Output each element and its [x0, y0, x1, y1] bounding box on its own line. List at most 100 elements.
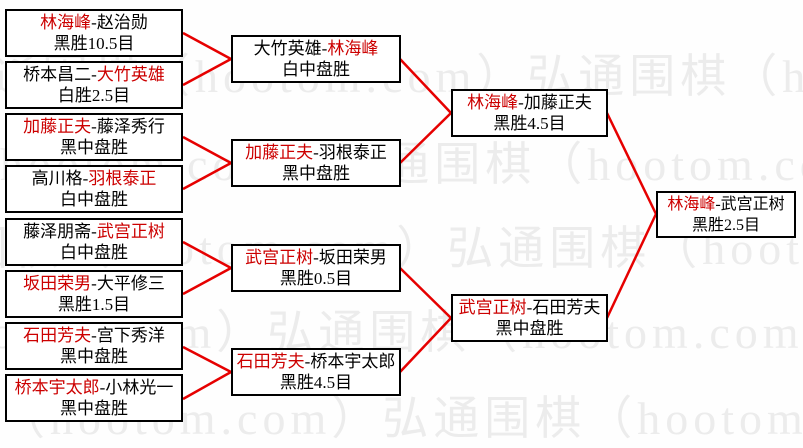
match-result: 白中盘胜 [60, 243, 128, 262]
pair-separator: - [91, 13, 97, 32]
player-right: 武宫正树 [96, 222, 165, 241]
match-pairing: 石田芳夫-桥本宇太郎 [237, 351, 396, 372]
match-box-final: 林海峰-武宫正树 黑胜2.5目 [656, 191, 796, 238]
match-pairing: 林海峰-加藤正夫 [467, 92, 592, 113]
player-left: 林海峰 [40, 13, 92, 32]
player-left: 加藤正夫 [23, 117, 92, 136]
player-right: 赵治勋 [96, 13, 148, 32]
match-box-r2-m2: 加藤正夫-羽根泰正 黑中盘胜 [231, 139, 401, 187]
player-left: 林海峰 [667, 195, 716, 213]
pair-separator: - [526, 298, 533, 317]
match-result: 黑胜4.5目 [279, 373, 353, 392]
match-box-r2-m4: 石田芳夫-桥本宇太郎 黑胜4.5目 [231, 348, 401, 396]
player-left: 桥本宇太郎 [14, 378, 100, 397]
match-box-r1-m1: 林海峰-赵治勋 黑胜10.5目 [5, 9, 183, 57]
player-right: 大竹英雄 [96, 65, 165, 84]
player-right: 宫下秀洋 [96, 326, 165, 345]
connector-lines [182, 31, 658, 401]
player-left: 桥本昌二 [23, 65, 92, 84]
pair-separator: - [313, 143, 319, 162]
connector-line [182, 370, 232, 401]
match-result: 黑中盘胜 [495, 319, 564, 338]
match-box-r1-m3: 加藤正夫-藤泽秀行 黑中盘胜 [5, 113, 183, 161]
match-box-r2-m3: 武宫正树-坂田荣男 黑胜0.5目 [231, 244, 401, 292]
connector-line [182, 266, 232, 296]
match-result: 黑胜10.5目 [53, 34, 135, 53]
match-pairing: 加藤正夫-藤泽秀行 [23, 116, 165, 137]
pair-separator: - [91, 117, 97, 136]
match-box-r3-m1: 林海峰-加藤正夫 黑胜4.5目 [451, 89, 608, 137]
connector-line [399, 112, 452, 164]
match-result: 黑中盘胜 [282, 164, 350, 183]
match-result: 白胜2.5目 [57, 86, 131, 105]
pair-separator: - [91, 274, 97, 293]
match-pairing: 武宫正树-石田芳夫 [459, 297, 601, 318]
match-pairing: 高川格-羽根泰正 [32, 168, 157, 189]
match-result: 黑胜0.5目 [279, 269, 353, 288]
pair-separator: - [518, 93, 524, 112]
player-right: 坂田荣男 [318, 248, 387, 267]
match-pairing: 坂田荣男-大平修三 [23, 273, 165, 294]
player-right: 桥本宇太郎 [310, 352, 396, 371]
match-pairing: 加藤正夫-羽根泰正 [245, 142, 387, 163]
player-right: 大平修三 [96, 274, 165, 293]
player-left: 石田芳夫 [23, 326, 92, 345]
connector-line [399, 317, 452, 373]
match-pairing: 林海峰-赵治勋 [40, 12, 148, 33]
connector-line [182, 135, 232, 165]
match-result: 黑胜4.5目 [493, 114, 566, 133]
player-left: 高川格 [31, 169, 83, 188]
connector-line [605, 213, 658, 319]
pair-separator: - [99, 378, 106, 397]
connector-line [399, 58, 452, 114]
match-pairing: 大竹英雄-林海峰 [254, 38, 379, 59]
match-box-r1-m5: 藤泽朋斋-武宫正树 白中盘胜 [5, 218, 183, 266]
match-box-r2-m1: 大竹英雄-林海峰 白中盘胜 [231, 35, 401, 83]
match-result: 白中盘胜 [282, 60, 350, 79]
match-pairing: 藤泽朋斋-武宫正树 [23, 221, 165, 242]
player-left: 加藤正夫 [245, 143, 314, 162]
player-left: 林海峰 [467, 93, 519, 112]
player-right: 石田芳夫 [532, 298, 601, 317]
match-result: 黑胜2.5目 [691, 216, 760, 234]
match-pairing: 武宫正树-坂田荣男 [245, 247, 387, 268]
connector-line [182, 240, 232, 270]
match-box-r3-m2: 武宫正树-石田芳夫 黑中盘胜 [451, 294, 608, 342]
pair-separator: - [82, 169, 89, 188]
player-right: 羽根泰正 [318, 143, 387, 162]
match-box-r1-m4: 高川格-羽根泰正 白中盘胜 [5, 165, 183, 213]
player-left: 大竹英雄 [253, 39, 322, 58]
player-left: 藤泽朋斋 [23, 222, 92, 241]
match-result: 黑胜1.5目 [57, 295, 131, 314]
player-right: 羽根泰正 [88, 169, 157, 188]
match-pairing: 林海峰-武宫正树 [667, 194, 784, 215]
pair-separator: - [91, 222, 97, 241]
connector-line [605, 112, 658, 215]
match-result: 黑中盘胜 [60, 347, 128, 366]
match-result: 黑中盘胜 [60, 138, 128, 157]
match-result: 白中盘胜 [60, 190, 128, 209]
pair-separator: - [304, 352, 311, 371]
player-right: 加藤正夫 [523, 93, 592, 112]
pair-separator: - [715, 195, 721, 213]
match-box-r1-m8: 桥本宇太郎-小林光一 黑中盘胜 [5, 374, 183, 422]
match-pairing: 桥本昌二-大竹英雄 [23, 64, 165, 85]
bracket-page: { "diagram_type": "tournament-bracket", … [0, 9, 803, 444]
player-left: 武宫正树 [245, 248, 314, 267]
player-left: 石田芳夫 [236, 352, 305, 371]
match-box-r1-m7: 石田芳夫-宫下秀洋 黑中盘胜 [5, 322, 183, 370]
connector-line [182, 31, 232, 61]
player-left: 坂田荣男 [23, 274, 92, 293]
player-right: 藤泽秀行 [96, 117, 165, 136]
match-box-r1-m2: 桥本昌二-大竹英雄 白胜2.5目 [5, 61, 183, 109]
connector-line [399, 267, 452, 319]
pair-separator: - [91, 65, 97, 84]
connector-line [182, 161, 232, 191]
pair-separator: - [91, 326, 97, 345]
connector-line [182, 57, 232, 87]
player-left: 武宫正树 [458, 298, 527, 317]
pair-separator: - [313, 248, 319, 267]
player-right: 武宫正树 [720, 195, 785, 213]
player-right: 小林光一 [105, 378, 174, 397]
match-pairing: 桥本宇太郎-小林光一 [15, 377, 174, 398]
